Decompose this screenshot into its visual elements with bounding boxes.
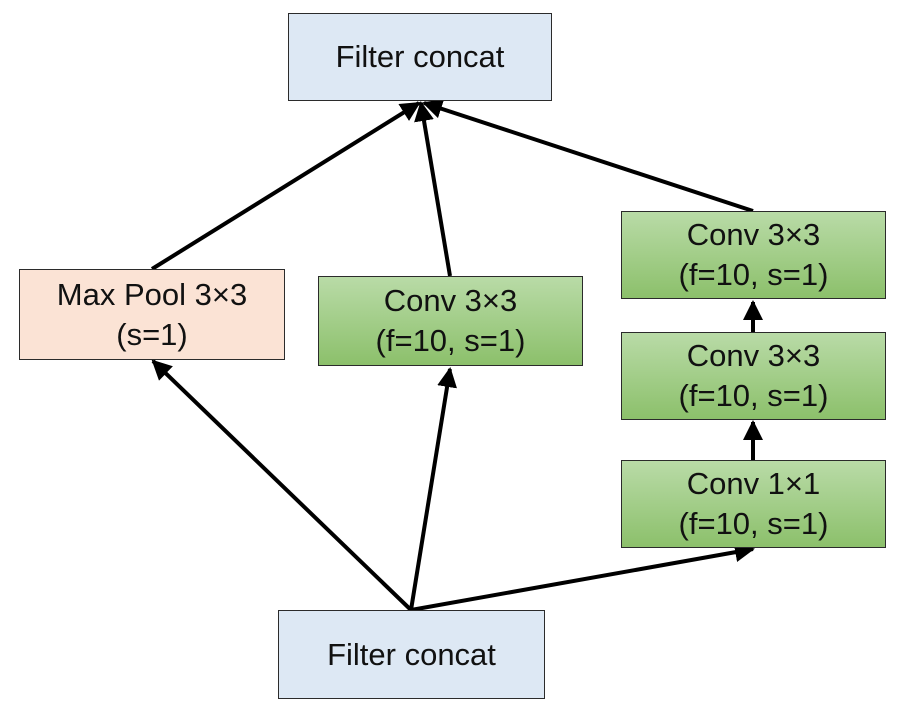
node-sublabel: (s=1) [116,316,188,352]
node-sublabel: (f=10, s=1) [678,257,829,292]
max-pool-node: Max Pool 3×3 (s=1) [19,269,285,360]
node-label: Conv 3×3 [686,338,821,373]
node-label: Max Pool 3×3 [56,276,248,312]
edge-bottom-to-conv-mid [409,367,457,611]
conv-3x3-mid-node: Conv 3×3 (f=10, s=1) [318,276,583,366]
edge-bottom-to-maxpool [151,359,413,612]
node-sublabel: (f=10, s=1) [375,323,526,358]
node-sublabel: (f=10, s=1) [678,378,829,413]
edge-conv-mid-to-top [414,101,452,277]
node-label: Filter concat [335,39,505,74]
edge-conv-right-top-to-top [422,99,754,213]
node-label: Conv 3×3 [383,283,518,318]
conv-3x3-right-mid-node: Conv 3×3 (f=10, s=1) [621,332,886,420]
filter-concat-bottom-node: Filter concat [278,610,545,699]
conv-3x3-right-top-node: Conv 3×3 (f=10, s=1) [621,211,886,299]
conv-1x1-right-bottom-node: Conv 1×1 (f=10, s=1) [621,460,886,548]
edge-maxpool-to-top [150,101,421,271]
node-label: Conv 1×1 [686,466,821,501]
node-label: Filter concat [327,636,496,672]
node-sublabel: (f=10, s=1) [678,506,829,541]
node-label: Conv 3×3 [686,217,821,252]
edge-bottom-to-conv-1x1 [410,542,755,612]
filter-concat-top-node: Filter concat [288,13,552,101]
